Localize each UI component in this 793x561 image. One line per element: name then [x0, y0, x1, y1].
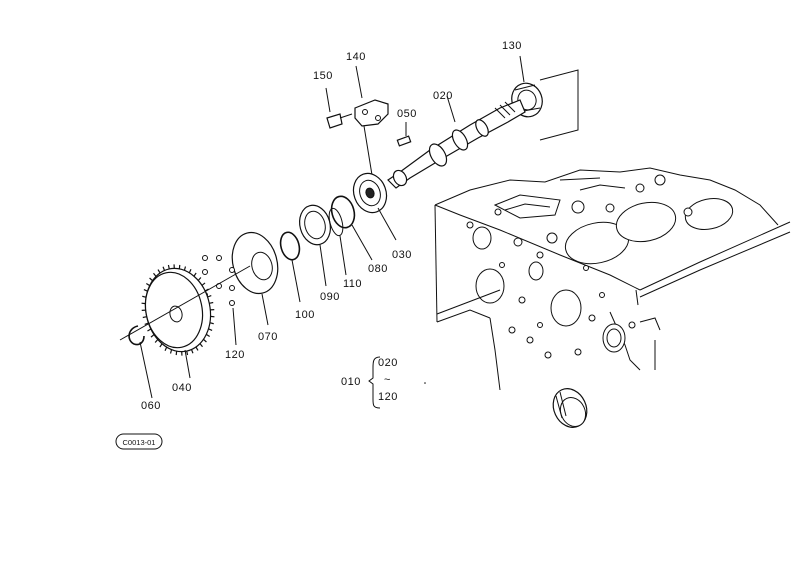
- gear-tooth: [143, 289, 148, 292]
- gear-tooth: [197, 277, 202, 281]
- collar-090: [299, 204, 331, 287]
- label-130: 130: [502, 40, 522, 52]
- gear-tooth: [159, 343, 163, 348]
- cam-gear-040: [119, 264, 251, 379]
- drawing-code: C0013-01: [123, 438, 156, 447]
- label-150: 150: [313, 70, 333, 82]
- gear-tooth: [149, 277, 153, 282]
- gear-tooth: [190, 349, 194, 354]
- gear-tooth: [205, 333, 210, 338]
- gear-tooth: [150, 334, 155, 338]
- gear-tooth: [195, 346, 199, 351]
- label-140: 140: [346, 51, 366, 63]
- stopper-plate-140: [354, 65, 389, 176]
- label-020: 020: [433, 90, 453, 102]
- gear-tooth: [201, 282, 206, 286]
- gear-tooth: [209, 322, 214, 325]
- label-050: 050: [397, 108, 417, 120]
- gear-tooth: [208, 328, 213, 331]
- assembly-range: 010 020 ~ 120: [341, 356, 426, 409]
- gear-tooth: [199, 343, 203, 348]
- label-110: 110: [343, 278, 362, 290]
- part-labels: 150 140 130 050 020 030 080 110 090 100 …: [141, 40, 522, 412]
- label-040: 040: [172, 382, 192, 394]
- label-070: 070: [258, 331, 278, 343]
- gear-tooth: [169, 349, 173, 354]
- gear-tooth: [147, 328, 152, 332]
- gear-tooth: [153, 272, 157, 277]
- bearing-130: [511, 55, 579, 141]
- drawing-code-stamp: C0013-01: [115, 433, 163, 450]
- gear-tooth: [144, 322, 149, 325]
- gear-tooth: [157, 269, 161, 274]
- label-010: 010: [341, 376, 361, 388]
- circlip-080: [330, 195, 373, 261]
- label-100: 100: [295, 309, 315, 321]
- gear-tooth: [209, 301, 214, 304]
- gear-tooth: [193, 272, 197, 277]
- label-090: 090: [320, 291, 340, 303]
- gear-tooth: [154, 339, 159, 343]
- gear-tooth: [186, 350, 189, 356]
- gear-tooth: [142, 295, 147, 298]
- thrust-plate-070: [202, 231, 279, 326]
- gear-tooth: [183, 266, 187, 271]
- gear-tooth: [162, 266, 166, 271]
- camshaft-020: [387, 95, 526, 189]
- gear-tooth: [167, 264, 170, 270]
- label-030: 030: [392, 249, 412, 261]
- label-060: 060: [141, 400, 161, 412]
- gear-tooth: [142, 316, 147, 319]
- gear-tooth: [146, 282, 151, 287]
- label-120: 120: [225, 349, 245, 361]
- bearing-030: [352, 172, 397, 241]
- gear-tooth: [164, 346, 168, 352]
- gear-tooth: [203, 338, 207, 343]
- range-to: 120: [378, 391, 398, 403]
- range-tilde: ~: [384, 374, 391, 386]
- snap-ring-060: [128, 325, 153, 399]
- gear-tooth: [188, 268, 192, 274]
- engine-block: [434, 167, 791, 428]
- key-050: [396, 122, 412, 147]
- range-from: 020: [378, 357, 398, 369]
- label-080: 080: [368, 263, 388, 275]
- bolt-150: [325, 87, 353, 129]
- o-ring-100: [279, 231, 301, 303]
- gear-tooth: [207, 295, 212, 298]
- gear-tooth: [204, 288, 209, 292]
- ring-110: [328, 207, 347, 276]
